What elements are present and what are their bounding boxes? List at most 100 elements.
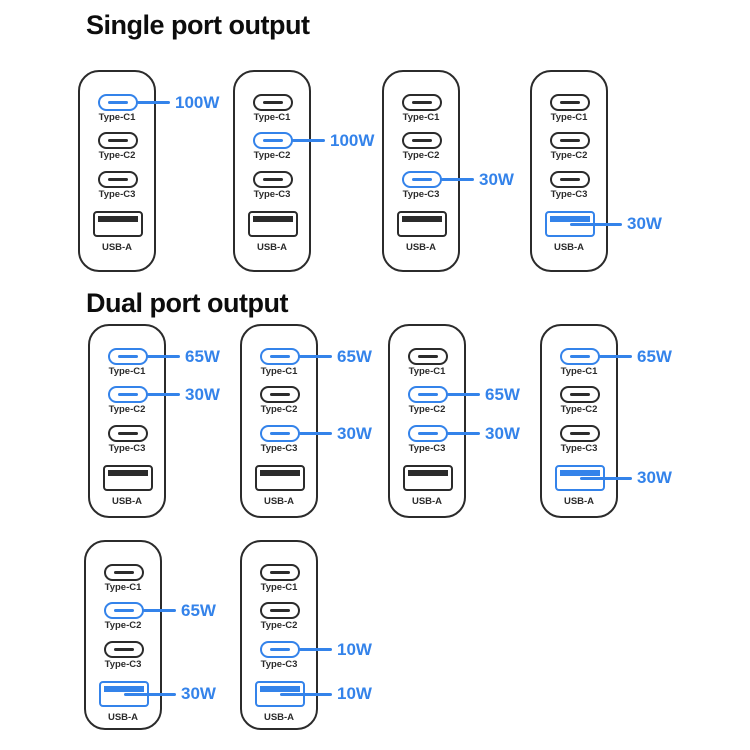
type-c-port-icon [260, 602, 300, 619]
type-c-slot [560, 178, 580, 181]
usb-a-contact-bar [550, 216, 590, 222]
usb-a-contact-bar [108, 470, 148, 476]
type-c-slot [108, 139, 128, 142]
type-c-port-icon [253, 171, 293, 188]
type-c-slot [270, 648, 290, 651]
wattage-label: 65W [181, 600, 216, 620]
callout-line [299, 432, 332, 435]
port-label-c2: Type-C2 [550, 150, 588, 161]
port-label-c1: Type-C1 [402, 112, 440, 123]
port-label-c2: Type-C2 [408, 404, 446, 415]
port-label-a: USB-A [563, 496, 595, 507]
type-c-port-icon [260, 425, 300, 442]
wattage-label: 65W [337, 346, 372, 366]
type-c-port-icon [253, 132, 293, 149]
type-c-port-icon [98, 94, 138, 111]
callout-line [570, 222, 622, 226]
type-c-port-icon [560, 348, 600, 365]
wattage-label: 30W [337, 423, 372, 443]
type-c-port-icon [108, 425, 148, 442]
type-c-slot [118, 355, 138, 358]
type-c-port-icon [260, 564, 300, 581]
type-c-port-icon [560, 386, 600, 403]
wattage-label: 30W [181, 684, 216, 703]
type-c-port-icon [108, 386, 148, 403]
port-label-c2: Type-C2 [253, 150, 291, 161]
section-title-dual-port: Dual port output [86, 288, 288, 318]
type-c-slot [560, 101, 580, 104]
port-label-c2: Type-C2 [260, 404, 298, 415]
wattage-label: 30W [479, 169, 514, 189]
usb-a-port-icon [403, 465, 453, 491]
type-c-port-icon [550, 94, 590, 111]
callout-line [299, 648, 332, 651]
usb-a-port-icon [103, 465, 153, 491]
callout-line [137, 101, 170, 104]
type-c-port-icon [108, 348, 148, 365]
port-label-a: USB-A [256, 242, 288, 253]
wattage-label: 30W [637, 468, 672, 487]
type-c-port-icon [104, 602, 144, 619]
type-c-port-icon [408, 425, 448, 442]
type-c-slot [118, 393, 138, 396]
usb-a-contact-bar [560, 470, 600, 476]
callout-line [292, 139, 325, 142]
type-c-slot [263, 101, 283, 104]
port-label-c2: Type-C2 [108, 404, 146, 415]
type-c-port-icon [550, 171, 590, 188]
type-c-slot [118, 432, 138, 435]
port-label-c3: Type-C3 [260, 443, 298, 454]
type-c-slot [114, 648, 134, 651]
usb-a-contact-bar [260, 686, 300, 692]
type-c-port-icon [260, 641, 300, 658]
type-c-slot [570, 355, 590, 358]
port-label-c1: Type-C1 [260, 366, 298, 377]
type-c-port-icon [98, 132, 138, 149]
type-c-slot [412, 139, 432, 142]
type-c-slot [570, 432, 590, 435]
type-c-port-icon [408, 386, 448, 403]
callout-line [147, 393, 180, 396]
callout-line [147, 355, 180, 358]
type-c-slot [270, 393, 290, 396]
type-c-slot [114, 609, 134, 612]
type-c-port-icon [104, 564, 144, 581]
port-label-a: USB-A [411, 496, 443, 507]
port-label-c1: Type-C1 [260, 582, 298, 593]
type-c-slot [108, 101, 128, 104]
type-c-port-icon [402, 171, 442, 188]
port-label-c1: Type-C1 [560, 366, 598, 377]
port-label-a: USB-A [553, 242, 585, 253]
type-c-slot [270, 609, 290, 612]
port-label-c3: Type-C3 [560, 443, 598, 454]
callout-line [580, 476, 632, 480]
wattage-label: 100W [330, 130, 375, 150]
port-label-c3: Type-C3 [253, 189, 291, 200]
callout-line [447, 432, 480, 435]
type-c-port-icon [260, 348, 300, 365]
port-label-c2: Type-C2 [104, 620, 142, 631]
port-label-a: USB-A [405, 242, 437, 253]
port-label-a: USB-A [111, 496, 143, 507]
port-label-c3: Type-C3 [260, 659, 298, 670]
usb-a-contact-bar [408, 470, 448, 476]
usb-a-contact-bar [260, 470, 300, 476]
wattage-label: 10W [337, 639, 372, 659]
wattage-label: 10W [337, 684, 372, 703]
type-c-port-icon [402, 94, 442, 111]
type-c-slot [560, 139, 580, 142]
port-label-c1: Type-C1 [98, 112, 136, 123]
usb-a-contact-bar [253, 216, 293, 222]
wattage-label: 65W [637, 346, 672, 366]
wattage-label: 65W [485, 384, 520, 404]
